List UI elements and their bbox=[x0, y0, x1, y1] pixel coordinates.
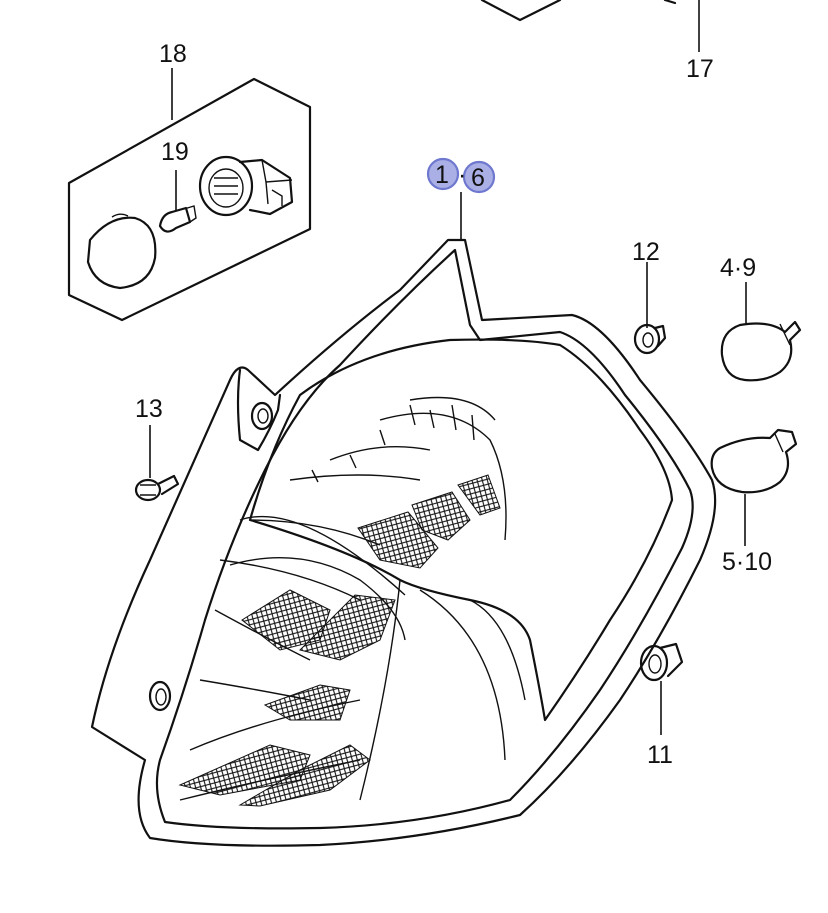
part-13-screw bbox=[134, 425, 180, 502]
callout-17[interactable]: 17 bbox=[686, 55, 714, 83]
callout-6[interactable]: 6 bbox=[471, 164, 485, 192]
callout-4-9[interactable]: 4·9 bbox=[720, 254, 756, 282]
highlight-circle-6 bbox=[462, 160, 496, 194]
part-18-socket-box bbox=[67, 68, 312, 322]
part-11-clip bbox=[639, 642, 684, 735]
part-4-9-bulb bbox=[720, 282, 802, 382]
callout-18[interactable]: 18 bbox=[159, 40, 187, 68]
part-19-bulb bbox=[158, 170, 197, 233]
part-1-tail-lamp-assembly bbox=[90, 238, 717, 847]
highlight-circle-1 bbox=[426, 157, 460, 191]
callout-13[interactable]: 13 bbox=[135, 395, 163, 423]
part-17-fragment bbox=[480, 0, 700, 52]
callout-11[interactable]: 11 bbox=[647, 741, 673, 769]
part-5-10-bulb bbox=[710, 428, 798, 546]
callout-1[interactable]: 1 bbox=[435, 161, 449, 189]
part-12-grommet bbox=[633, 262, 667, 355]
callout-5-10[interactable]: 5·10 bbox=[722, 548, 772, 576]
callout-separator: · bbox=[458, 161, 466, 189]
callout-1-6-highlight[interactable]: 1 · 6 bbox=[426, 157, 496, 240]
callout-19[interactable]: 19 bbox=[161, 138, 189, 166]
callout-12[interactable]: 12 bbox=[632, 238, 660, 266]
socket-holder bbox=[198, 155, 294, 217]
